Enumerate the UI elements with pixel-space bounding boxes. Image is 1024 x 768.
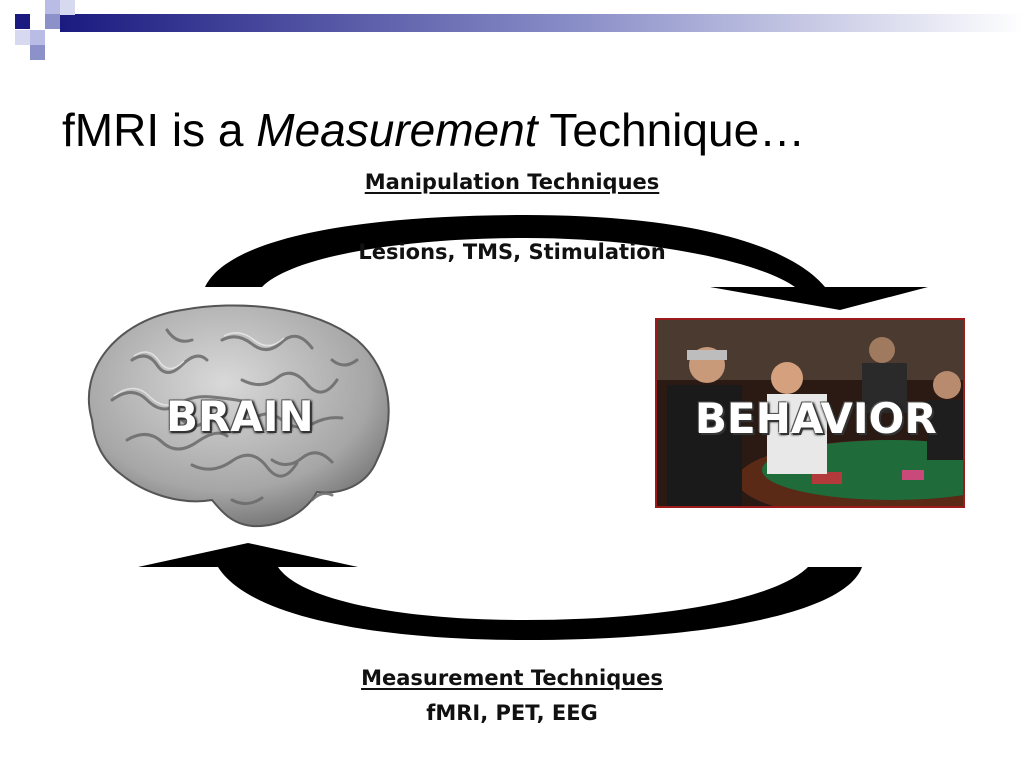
poker-scene-icon xyxy=(657,320,963,506)
brain-icon xyxy=(87,304,390,528)
behavior-label: BEHAVIOR xyxy=(695,394,937,443)
measurement-heading: Measurement Techniques xyxy=(361,666,663,690)
header-decoration xyxy=(15,0,1024,60)
title-suffix: Technique… xyxy=(537,104,806,156)
manipulation-heading: Manipulation Techniques xyxy=(364,170,660,194)
slide-title: fMRI is a Measurement Technique… xyxy=(62,100,805,160)
brain-image: BRAIN xyxy=(72,300,402,535)
bottom-arrow xyxy=(138,543,862,640)
brain-label: BRAIN xyxy=(166,392,314,441)
top-arrow xyxy=(205,215,928,310)
title-prefix: fMRI is a xyxy=(62,104,257,156)
manipulation-examples: Lesions, TMS, Stimulation xyxy=(358,240,666,264)
measurement-examples: fMRI, PET, EEG xyxy=(426,701,598,725)
title-emphasis: Measurement xyxy=(256,104,538,156)
behavior-photo: BEHAVIOR xyxy=(655,318,965,508)
